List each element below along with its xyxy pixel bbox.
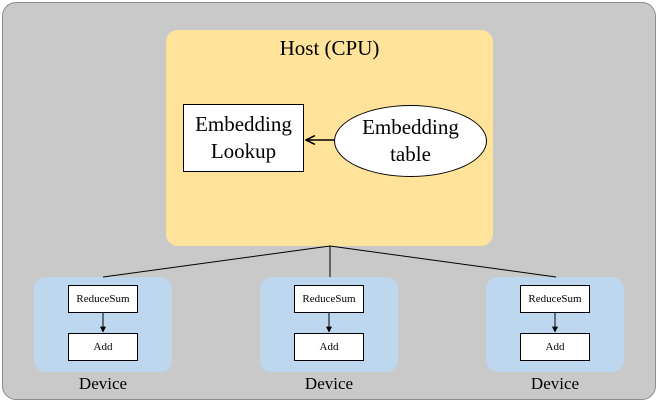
embedding-table-line2: table (390, 142, 431, 166)
embedding-lookup-line1: Embedding (195, 112, 292, 136)
embedding-lookup-line2: Lookup (210, 139, 277, 163)
reducesum-box-2: ReduceSum (294, 285, 364, 313)
device-panel-3: ReduceSum Add (486, 277, 624, 372)
embedding-table-line1: Embedding (362, 115, 459, 139)
host-to-device-3-line (329, 245, 557, 278)
add-box-2: Add (294, 333, 364, 361)
device-label-1: Device (78, 374, 128, 393)
reducesum-box-3: ReduceSum (520, 285, 590, 313)
device-label-3: Device (530, 374, 580, 393)
embedding-lookup-box: Embedding Lookup (183, 104, 304, 172)
host-to-device-1-line (102, 245, 331, 278)
host-title: Host (CPU) (279, 36, 380, 60)
reducesum-box-1: ReduceSum (68, 285, 138, 313)
add-box-3: Add (520, 333, 590, 361)
add-box-1: Add (68, 333, 138, 361)
embedding-table-ellipse: Embedding table (334, 105, 487, 177)
device-label-2: Device (304, 374, 354, 393)
